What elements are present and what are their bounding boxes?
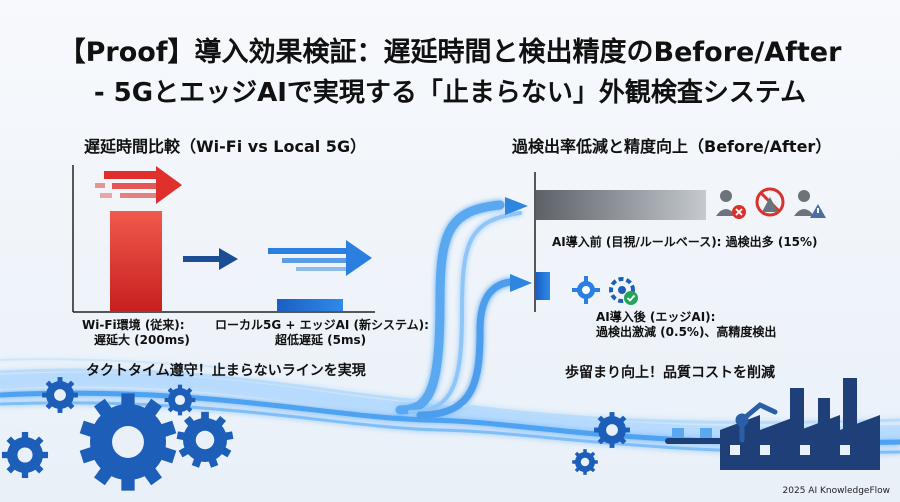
gear-tiny-icon bbox=[164, 384, 196, 416]
gear-mid-right-icon bbox=[176, 411, 234, 468]
gear-mid-left-icon bbox=[1, 431, 49, 479]
gears-cluster-icon bbox=[1, 377, 234, 491]
left-panel-message: タクトタイム遵守！止まらないラインを実現 bbox=[86, 363, 366, 379]
after-label-line2: 過検出激減 (0.5%)、高精度検出 bbox=[596, 325, 777, 339]
wifi-bar-label: Wi-Fi環境 (従来): 遅延大 (200ms) bbox=[82, 318, 190, 348]
wifi-slow-arrow-icon bbox=[95, 166, 182, 204]
gear-right-small-icon bbox=[572, 449, 598, 475]
after-overdetect-bar bbox=[536, 272, 550, 300]
l5g-latency-bar bbox=[277, 299, 343, 311]
person-reject-icon bbox=[716, 190, 746, 219]
check-gear-icon bbox=[609, 277, 638, 305]
before-overdetect-bar bbox=[536, 190, 706, 220]
gear-small-icon bbox=[572, 412, 630, 475]
conveyor-icon bbox=[665, 428, 735, 444]
page-title-line2: - 5GとエッジAIで実現する「止まらない」外観検査システム bbox=[93, 78, 807, 108]
robot-arm-icon bbox=[735, 402, 778, 443]
wifi-label-line1: Wi-Fi環境 (従来): bbox=[82, 318, 185, 332]
right-panel-message: 歩留まり向上！品質コストを削減 bbox=[565, 365, 775, 381]
l5g-label-line2: 超低遅延 (5ms) bbox=[275, 333, 367, 347]
gear-large-icon bbox=[79, 393, 177, 491]
right-panel-heading: 過検出率低減と精度向上（Before/After） bbox=[512, 137, 832, 156]
person-warning-icon bbox=[794, 190, 826, 218]
page-title-line1: 【Proof】導入効果検証：遅延時間と検出精度のBefore/After bbox=[58, 37, 842, 68]
before-bar-label: AI導入前 (目視/ルールベース): 過検出多 (15%) bbox=[552, 235, 818, 249]
left-chart-axes bbox=[72, 165, 375, 313]
footer-credit: 2025 AI KnowledgeFlow bbox=[782, 486, 890, 496]
l5g-label-line1: ローカル5G + エッジAI (新システム): bbox=[215, 318, 429, 332]
after-bar-label: AI導入後 (エッジAI): 過検出激減 (0.5%)、高精度検出 bbox=[596, 310, 776, 340]
gear-right-icon bbox=[594, 412, 630, 448]
no-entry-warning-icon bbox=[755, 187, 785, 217]
l5g-bar-label: ローカル5G + エッジAI (新システム): 超低遅延 (5ms) bbox=[215, 318, 429, 348]
transition-arrow-icon bbox=[183, 248, 238, 270]
l5g-fast-arrow-icon bbox=[268, 240, 372, 276]
left-panel-heading: 遅延時間比較（Wi-Fi vs Local 5G） bbox=[84, 137, 367, 156]
wifi-latency-bar bbox=[110, 211, 162, 311]
factory-icon bbox=[720, 378, 880, 470]
flow-arrowheads bbox=[505, 197, 532, 292]
after-label-line1: AI導入後 (エッジAI): bbox=[596, 310, 716, 324]
wifi-label-line2: 遅延大 (200ms) bbox=[94, 333, 190, 347]
ai-sensor-gear-icon bbox=[572, 276, 600, 304]
gear-small-left-icon bbox=[42, 377, 78, 413]
